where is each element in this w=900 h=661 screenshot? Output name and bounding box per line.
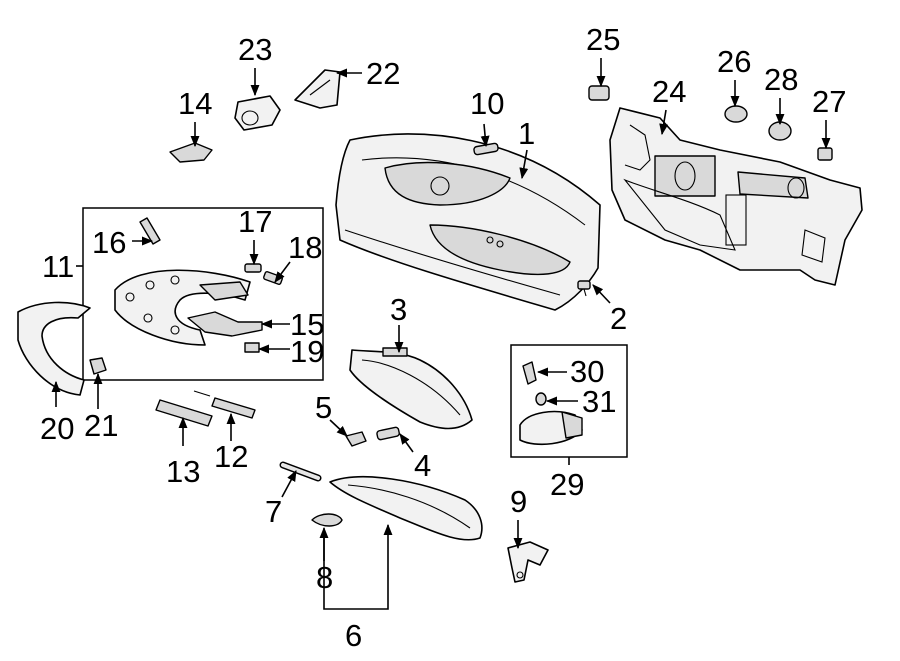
door-trim-panel-part-1 <box>335 133 601 311</box>
spring-part-13 <box>155 399 213 427</box>
bracket-part-22 <box>294 69 341 109</box>
callout-26: 26 <box>717 44 751 79</box>
bulb-part-31 <box>535 392 547 406</box>
latch-part-14 <box>169 142 213 163</box>
callout-25: 25 <box>586 22 620 57</box>
callout-12: 12 <box>214 439 248 474</box>
callout-22: 22 <box>366 56 400 91</box>
callout-21: 21 <box>84 408 118 443</box>
callout-3: 3 <box>390 292 407 327</box>
clip-part-8 <box>311 513 343 527</box>
screw-part-4 <box>376 426 400 441</box>
lamp-part-29 <box>519 410 583 446</box>
screw-part-18 <box>263 271 283 285</box>
pull-handle-part-6 <box>329 476 483 541</box>
callout-31: 31 <box>582 384 616 419</box>
callout-13: 13 <box>166 454 200 489</box>
callout-7: 7 <box>265 494 282 529</box>
callout-28: 28 <box>764 62 798 97</box>
callout-1: 1 <box>518 116 535 151</box>
callout-15: 15 <box>290 307 324 342</box>
clip-part-27 <box>817 147 833 161</box>
switch-part-23 <box>234 95 281 131</box>
callout-20: 20 <box>40 411 74 446</box>
callout-30: 30 <box>570 354 604 389</box>
rod-part-7 <box>279 461 322 482</box>
callout-4: 4 <box>414 448 431 483</box>
callout-14: 14 <box>178 86 212 121</box>
callout-10: 10 <box>470 86 504 121</box>
spring-part-12 <box>193 390 256 419</box>
callout-8: 8 <box>316 560 333 595</box>
inner-panel-part-24 <box>609 107 863 286</box>
clip-part-21 <box>89 357 107 375</box>
callout-29: 29 <box>550 467 584 502</box>
callout-6: 6 <box>345 618 362 653</box>
callout-5: 5 <box>315 390 332 425</box>
armrest-cover-part-20 <box>17 301 91 396</box>
clip-part-25 <box>588 85 610 101</box>
callout-9: 9 <box>510 484 527 519</box>
callout-16: 16 <box>92 225 126 260</box>
callout-11: 11 <box>42 249 74 284</box>
armrest-frame-part-11 <box>114 269 251 346</box>
callout-27: 27 <box>812 84 846 119</box>
callout-23: 23 <box>238 32 272 67</box>
callout-17: 17 <box>238 204 272 239</box>
screw-part-17 <box>244 263 262 273</box>
callout-2: 2 <box>610 301 627 336</box>
clip-part-28 <box>768 121 792 141</box>
inner-panel-window-part-24 <box>654 155 716 197</box>
clip-part-19 <box>244 342 260 353</box>
callout-18: 18 <box>288 230 322 265</box>
clip-part-16 <box>139 217 161 245</box>
bezel-part-3 <box>349 347 473 430</box>
bracket-part-9 <box>507 541 549 583</box>
callout-19: 19 <box>290 334 324 369</box>
clip-part-5 <box>345 431 367 447</box>
callout-24: 24 <box>652 74 686 109</box>
screw-part-2 <box>577 280 591 297</box>
bulb-socket-part-30 <box>522 361 537 385</box>
group-box-11 <box>82 207 324 381</box>
clip-part-26 <box>724 105 748 123</box>
